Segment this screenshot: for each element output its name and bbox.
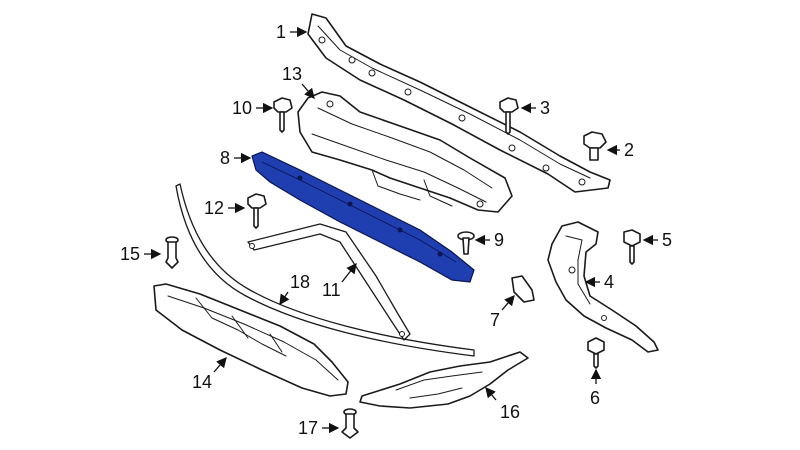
part-16-lower-panel[interactable]	[359, 351, 529, 409]
callout-10[interactable]: 10	[232, 98, 274, 118]
part-3-bolt[interactable]	[499, 97, 519, 135]
callout-1[interactable]: 1	[276, 22, 308, 42]
part-8-cross-beam[interactable]	[251, 151, 475, 283]
callout-8[interactable]: 8	[220, 148, 252, 168]
callout-1-label: 1	[276, 22, 286, 42]
callout-4[interactable]: 4	[584, 272, 614, 292]
callout-4-label: 4	[604, 272, 614, 292]
part-18-seal-strip[interactable]	[175, 183, 475, 357]
callout-15-label: 15	[120, 244, 140, 264]
part-5-bolt[interactable]	[623, 229, 641, 265]
part-15-clip[interactable]	[165, 236, 179, 269]
callout-17-label: 17	[298, 418, 318, 438]
callout-13-label: 13	[282, 64, 302, 84]
callout-3-label: 3	[540, 98, 550, 118]
part-17-clip[interactable]	[341, 408, 359, 439]
callout-18[interactable]: 18	[279, 272, 310, 306]
part-11-brace[interactable]	[247, 223, 411, 341]
part-1-upper-support[interactable]	[307, 13, 611, 193]
callout-5[interactable]: 5	[642, 230, 672, 250]
callout-2[interactable]: 2	[606, 140, 634, 160]
callout-9-label: 9	[494, 230, 504, 250]
callout-10-label: 10	[232, 98, 252, 118]
callout-14-arrow	[213, 357, 227, 373]
callout-8-label: 8	[220, 148, 230, 168]
callout-15[interactable]: 15	[120, 244, 162, 264]
part-2-bolt[interactable]	[583, 131, 607, 161]
callout-11[interactable]: 11	[322, 262, 357, 300]
callout-13[interactable]: 13	[282, 64, 315, 99]
callout-11-arrow	[341, 262, 357, 283]
callout-11-label: 11	[322, 280, 341, 300]
callout-12[interactable]: 12	[204, 198, 246, 218]
callout-6-label: 6	[590, 388, 600, 408]
part-4-side-bracket[interactable]	[547, 221, 659, 353]
callout-18-arrow	[279, 291, 290, 306]
part-12-bolt[interactable]	[247, 193, 267, 229]
callout-6[interactable]: 6	[590, 368, 602, 408]
part-13-shroud-panel[interactable]	[297, 91, 513, 213]
callout-13-arrow	[301, 83, 315, 99]
callout-3[interactable]: 3	[520, 98, 550, 118]
part-9-screw[interactable]	[457, 231, 475, 255]
part-10-bolt[interactable]	[273, 97, 293, 133]
part-14-cowl-panel[interactable]	[153, 283, 349, 397]
part-6-bolt[interactable]	[587, 337, 605, 369]
callout-5-label: 5	[662, 230, 672, 250]
callout-16[interactable]: 16	[485, 387, 520, 422]
callout-12-label: 12	[204, 198, 224, 218]
callout-17[interactable]: 17	[298, 418, 340, 438]
callout-16-arrow	[485, 387, 497, 401]
callout-14-label: 14	[192, 372, 212, 392]
callout-7-arrow	[501, 295, 515, 311]
callout-9[interactable]: 9	[474, 230, 504, 250]
part-7-clip[interactable]	[511, 275, 535, 303]
callout-18-label: 18	[290, 272, 310, 292]
callout-7-label: 7	[490, 310, 500, 330]
callout-16-label: 16	[500, 402, 520, 422]
callout-2-label: 2	[624, 140, 634, 160]
callout-14[interactable]: 14	[192, 357, 227, 392]
callout-7[interactable]: 7	[490, 295, 515, 330]
